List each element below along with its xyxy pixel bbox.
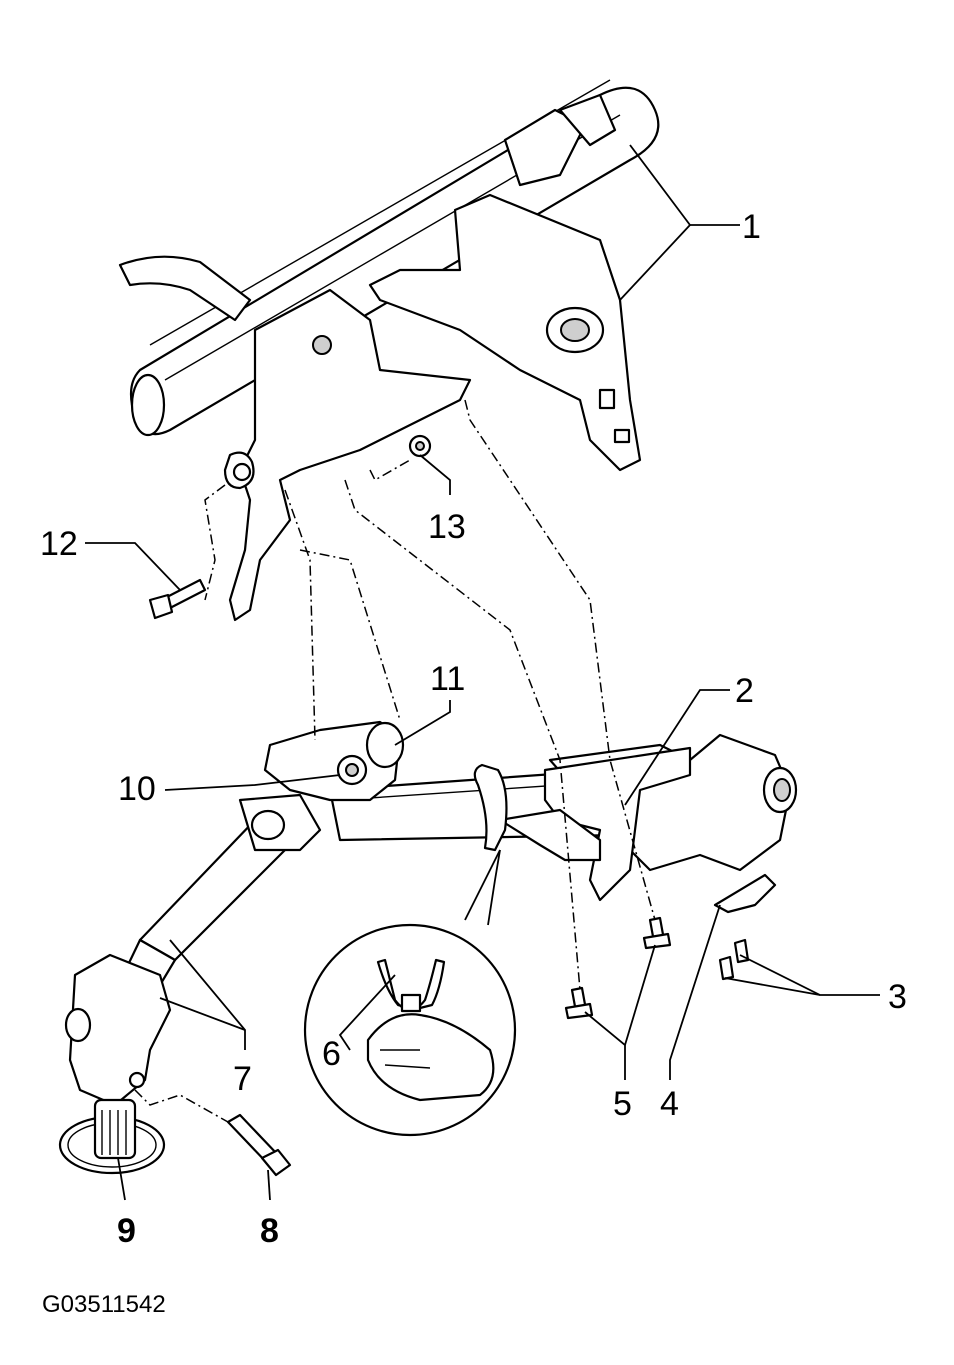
callout-13: 13 <box>428 508 466 546</box>
figure-code: G03511542 <box>42 1291 166 1318</box>
fasteners-3 <box>718 938 750 981</box>
nut-13 <box>408 434 432 458</box>
callout-labels: 1 2 3 4 5 6 7 8 9 10 11 12 13 <box>40 208 907 1250</box>
assembly-dashed-lines <box>134 399 656 1123</box>
callout-10: 10 <box>118 770 156 808</box>
callout-7: 7 <box>233 1060 252 1098</box>
intermediate-shaft <box>64 793 322 1107</box>
callout-9: 9 <box>117 1212 136 1250</box>
steering-boot <box>58 1098 166 1175</box>
callout-6: 6 <box>322 1035 341 1073</box>
upper-joint-bracket <box>263 720 405 802</box>
callout-12: 12 <box>40 525 78 563</box>
callout-1: 1 <box>742 208 761 246</box>
pinch-bolt <box>226 1113 292 1177</box>
callout-2: 2 <box>735 672 754 710</box>
bracket-4 <box>713 873 777 914</box>
bolt-12 <box>148 578 207 620</box>
callout-3: 3 <box>888 978 907 1016</box>
callout-5: 5 <box>613 1085 632 1123</box>
callout-11: 11 <box>430 660 465 698</box>
leader-lines <box>85 144 880 1201</box>
clip-detail-inset <box>303 923 517 1137</box>
bolts-5 <box>564 916 672 1020</box>
steering-column <box>328 733 798 902</box>
cross-car-beam <box>118 79 660 622</box>
callout-4: 4 <box>660 1085 679 1123</box>
callout-8: 8 <box>260 1212 279 1250</box>
